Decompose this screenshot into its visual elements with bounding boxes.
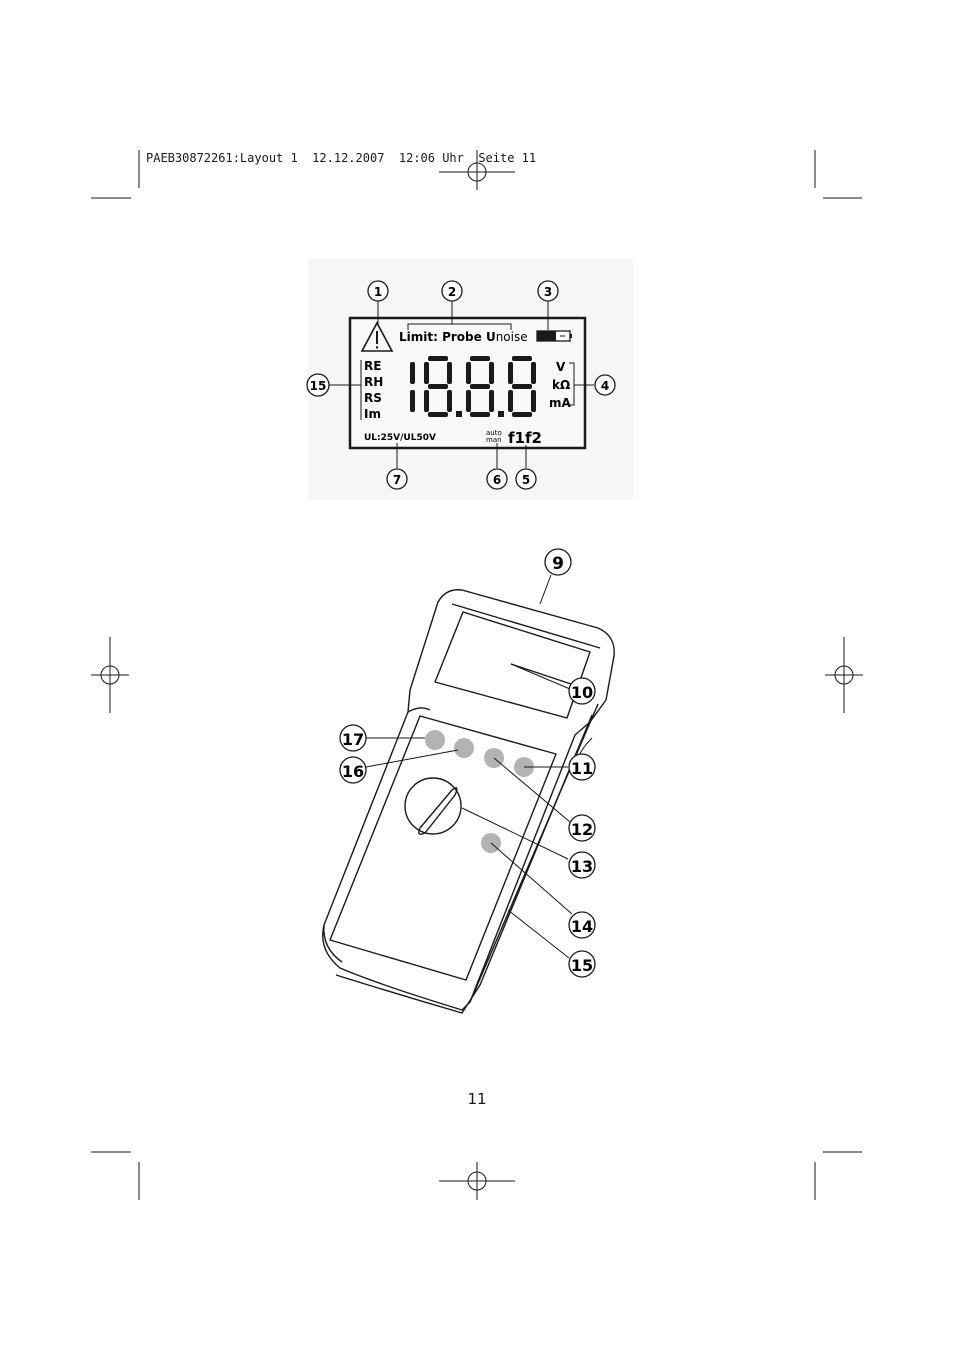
lcd-label-re: RE	[364, 359, 381, 373]
lcd-man-label: man	[486, 436, 502, 444]
registration-mark-bottom	[439, 1162, 515, 1200]
lcd-seven-segment-readout	[410, 356, 536, 417]
device-button-17	[425, 730, 445, 750]
svg-text:2: 2	[448, 285, 456, 299]
svg-text:6: 6	[493, 473, 501, 487]
device-leader-lines	[365, 574, 593, 959]
svg-text:13: 13	[571, 857, 593, 876]
svg-text:11: 11	[571, 759, 593, 778]
callout-3: 3	[537, 280, 559, 302]
callout-15-lcd: 15	[306, 373, 330, 397]
lcd-unit-v: V	[556, 360, 566, 374]
callout-4: 4	[594, 374, 616, 396]
callout-17: 17	[339, 724, 367, 752]
registration-mark-top	[439, 150, 515, 190]
device-callouts: 9 10 11 12 13 14 15 16 17	[339, 548, 596, 978]
svg-text:5: 5	[522, 473, 530, 487]
callout-11: 11	[568, 753, 596, 781]
lcd-ul-label: UL:25V/UL50V	[364, 433, 436, 443]
lcd-label-rh: RH	[364, 375, 383, 389]
callout-6: 6	[486, 468, 508, 490]
callout-15-device: 15	[568, 950, 596, 978]
callout-2: 2	[441, 280, 463, 302]
lcd-leader-lines	[329, 301, 594, 468]
callout-16: 16	[339, 756, 367, 784]
battery-icon	[536, 330, 572, 342]
callout-12: 12	[568, 814, 596, 842]
registration-mark-left	[91, 637, 129, 713]
lcd-label-rs: RS	[364, 391, 382, 405]
lcd-callouts: 1 2 3 4 5 6 7 15	[306, 280, 616, 490]
svg-text:9: 9	[552, 554, 564, 574]
svg-text:15: 15	[571, 956, 593, 975]
lcd-f-label: f1f2	[508, 429, 542, 447]
callout-7: 7	[386, 468, 408, 490]
registration-mark-right	[825, 637, 863, 713]
callout-9: 9	[544, 548, 572, 576]
warning-triangle-icon	[360, 321, 394, 352]
callout-10: 10	[568, 677, 596, 705]
lcd-unit-ma: mA	[549, 396, 572, 410]
svg-text:15: 15	[310, 379, 327, 393]
callout-13: 13	[568, 851, 596, 879]
svg-text:4: 4	[601, 379, 609, 393]
svg-text:3: 3	[544, 285, 552, 299]
device-button-16	[454, 738, 474, 758]
page-number: 11	[467, 1090, 487, 1108]
svg-text:1: 1	[374, 285, 382, 299]
svg-text:14: 14	[571, 917, 593, 936]
tester-device-drawing	[322, 589, 615, 1014]
svg-text:10: 10	[571, 683, 593, 702]
svg-text:16: 16	[342, 762, 364, 781]
callout-5: 5	[515, 468, 537, 490]
lcd-limit-text: Limit: Probe Unoise	[399, 330, 528, 344]
lcd-unit-kohm: kΩ	[552, 378, 570, 392]
svg-text:17: 17	[342, 730, 364, 749]
crop-marks	[91, 150, 862, 1200]
svg-text:12: 12	[571, 820, 593, 839]
print-slug: PAEB30872261:Layout 1 12.12.2007 12:06 U…	[146, 151, 537, 165]
svg-text:7: 7	[393, 473, 401, 487]
lcd-label-im: Im	[364, 407, 381, 421]
lcd-auto-label: auto	[486, 429, 502, 437]
callout-1: 1	[367, 280, 389, 302]
callout-14: 14	[568, 911, 596, 939]
